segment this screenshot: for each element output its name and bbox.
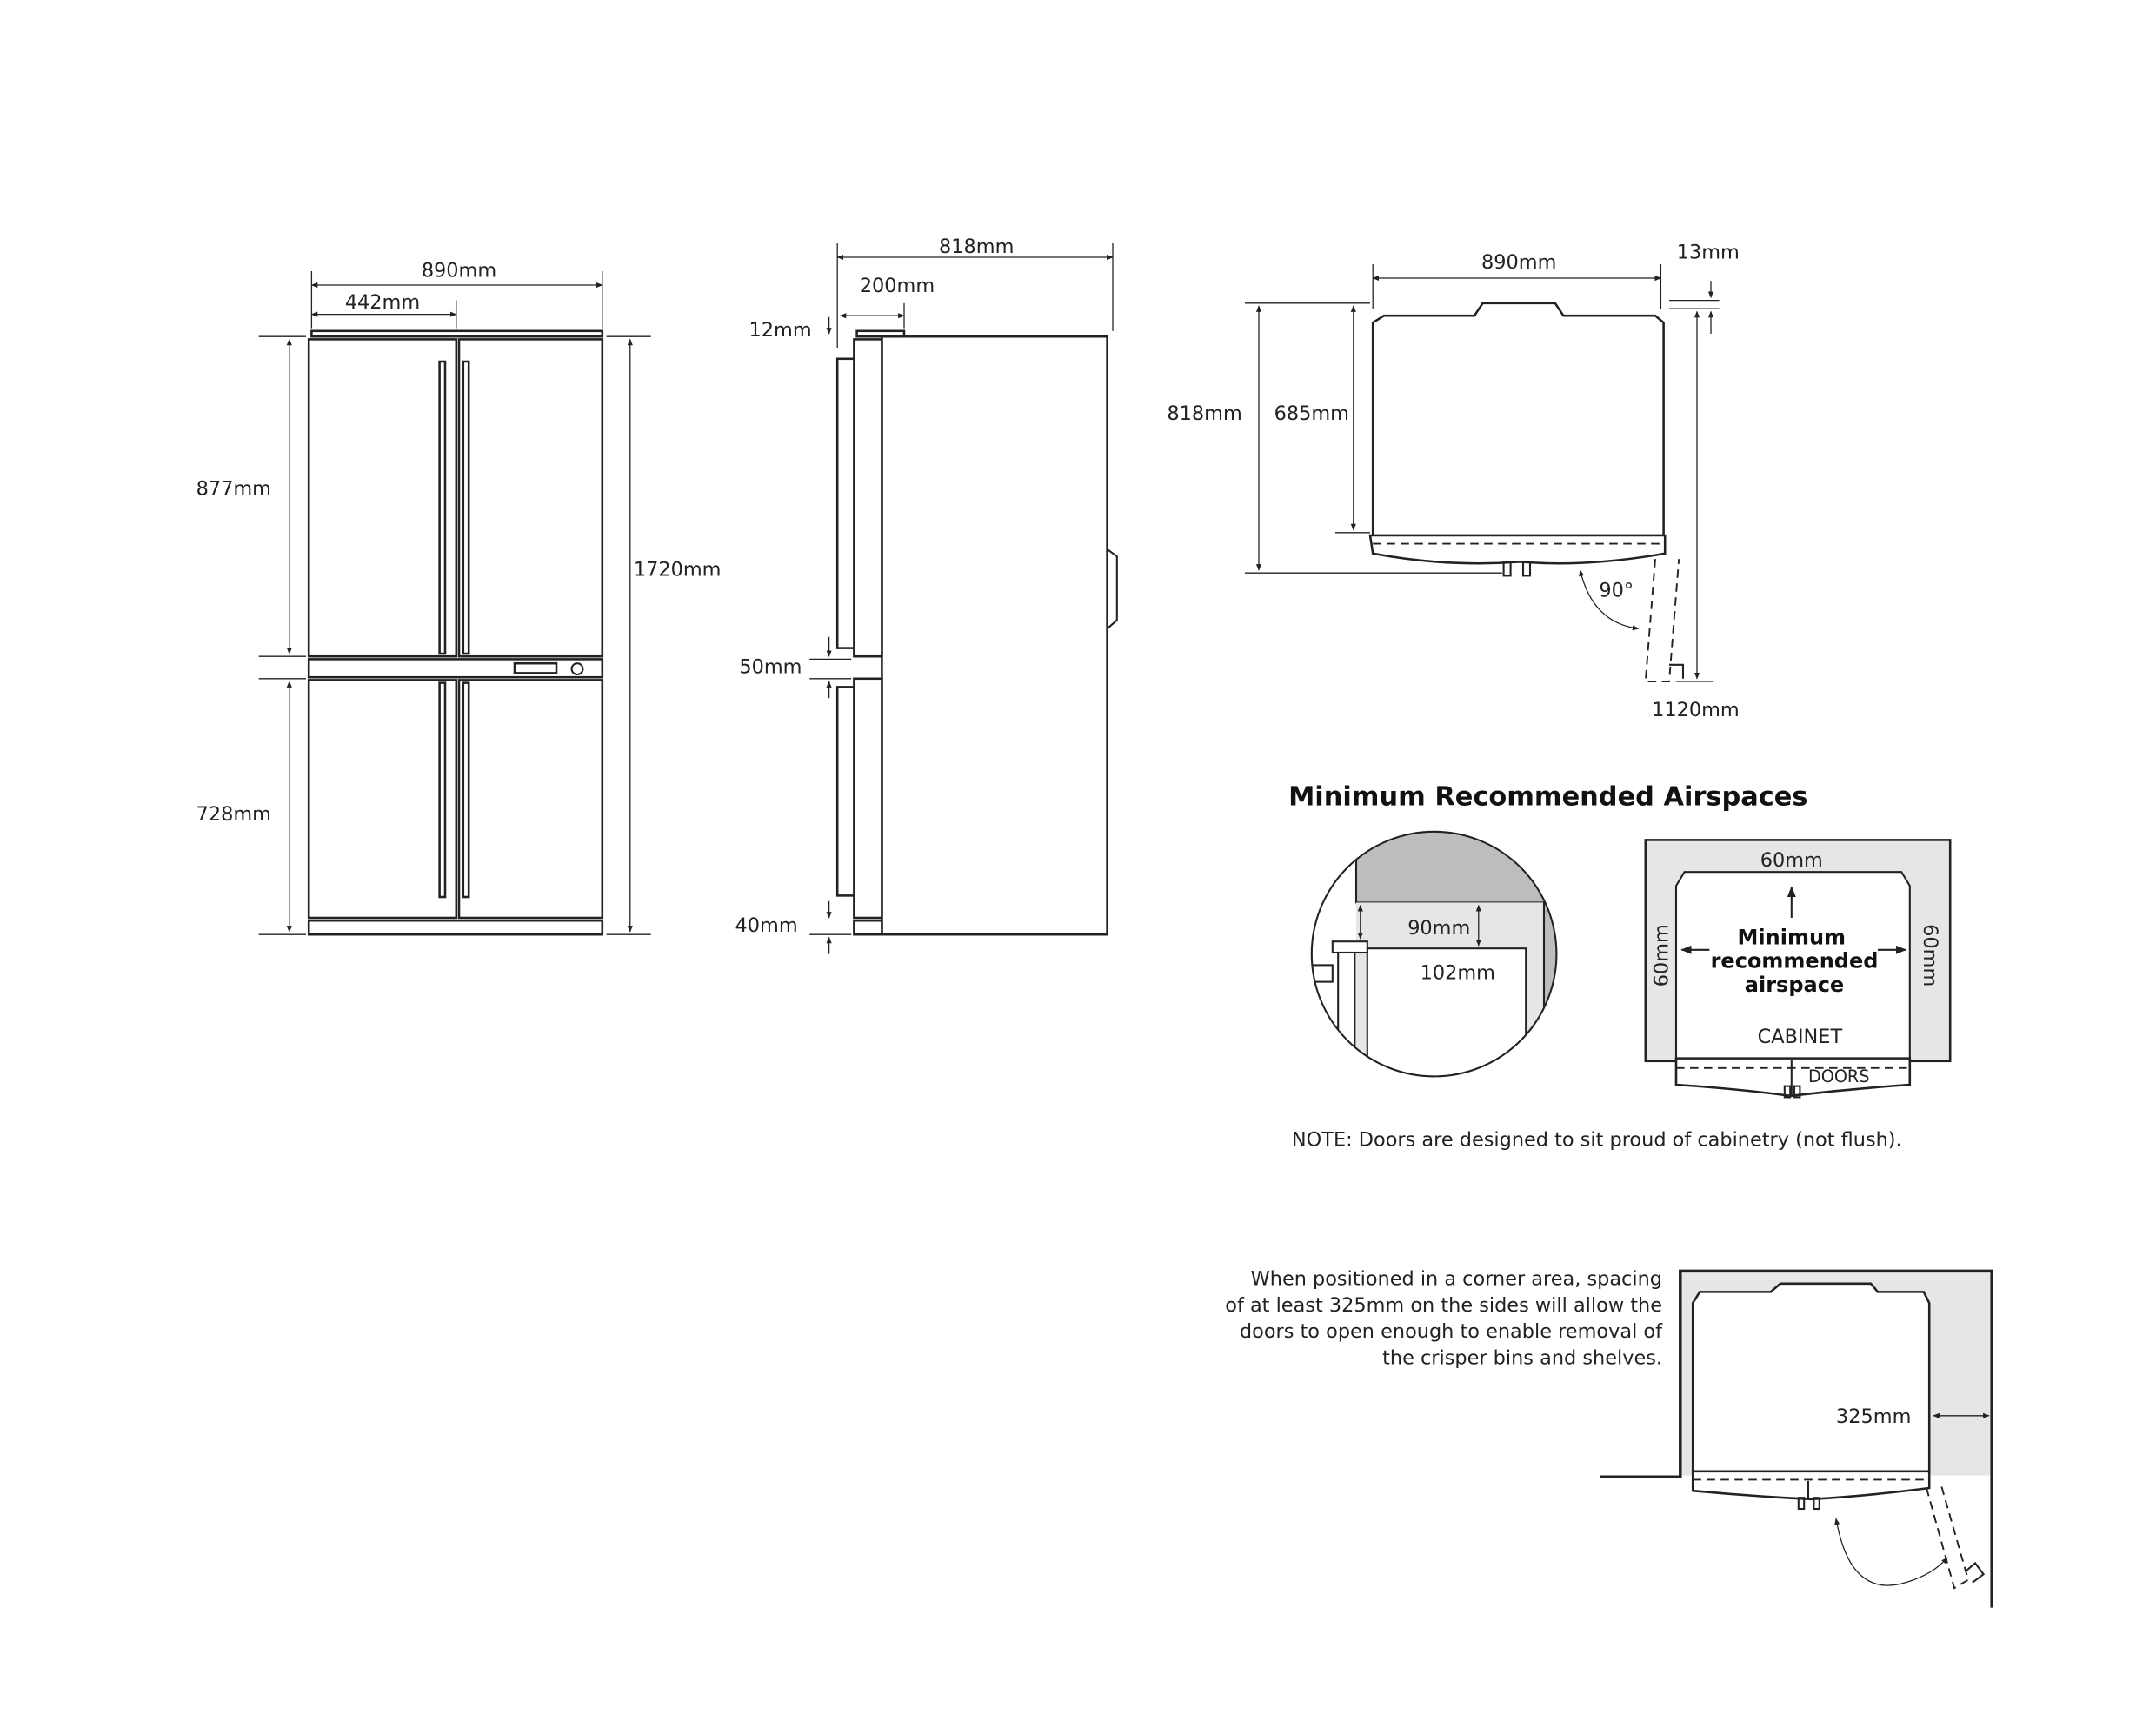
open-depth-label: 1120mm [1652, 699, 1740, 721]
side-depth-label: 818mm [939, 236, 1014, 258]
airspace-label-line2: recommended [1711, 949, 1879, 973]
front-width-label: 890mm [422, 259, 496, 282]
plinth [307, 919, 604, 936]
lower-left-door [307, 679, 458, 920]
cabinet-label: CABINET [1758, 1026, 1843, 1048]
bottom-gap-label: 40mm [735, 914, 798, 937]
door-width-label: 442mm [345, 291, 420, 314]
upper-height-label: 877mm [196, 478, 271, 501]
corner-section: When positioned in a corner area, spacin… [1225, 1267, 1993, 1608]
door-angle-label: 90° [1599, 579, 1634, 601]
airspace-label-line3: airspace [1745, 973, 1844, 997]
airspaces-title: Minimum Recommended Airspaces [1288, 781, 1807, 812]
top-depth-label: 818mm [1167, 402, 1241, 425]
right-airspace-label: 60mm [1919, 924, 1941, 987]
total-height-label: 1720mm [634, 558, 722, 581]
airspace-label-line1: Minimum [1738, 925, 1847, 949]
middle-gap-label: 50mm [739, 655, 802, 678]
top-airspace-label: 60mm [1760, 849, 1823, 872]
control-band [307, 658, 604, 679]
upper-right-door [457, 338, 604, 658]
airspaces-note: NOTE: Doors are designed to sit proud of… [1292, 1128, 1902, 1151]
corner-text-line: the crisper bins and shelves. [1382, 1347, 1662, 1370]
upper-left-door [307, 338, 458, 658]
doors-label: DOORS [1808, 1066, 1870, 1086]
front-view: 890mm 442mm 877mm 728mm 1720mm [196, 259, 722, 936]
corner-text-line: of at least 325mm on the sides will allo… [1225, 1294, 1662, 1317]
top-view: 90° 890mm 13mm 818mm 685mm 1120mm [1167, 242, 1739, 721]
door-depth-label: 200mm [860, 275, 935, 297]
airspace-detail-circle [1311, 831, 1557, 1077]
lower-height-label: 728mm [196, 803, 271, 826]
left-airspace-label: 60mm [1650, 924, 1673, 987]
detail-top-label: 90mm [1407, 917, 1470, 940]
side-view: 818mm 200mm 12mm 50mm 40mm [735, 236, 1118, 954]
lower-right-door [457, 679, 604, 920]
cabinet-depth-label: 685mm [1274, 402, 1349, 425]
top-gap-label: 12mm [749, 319, 812, 342]
detail-depth-label: 102mm [1421, 961, 1495, 984]
display-panel [513, 661, 558, 674]
top-width-label: 890mm [1481, 251, 1556, 274]
side-gap-label: 13mm [1677, 242, 1740, 264]
control-knob [570, 662, 584, 676]
corner-spacing-label: 325mm [1836, 1405, 1911, 1428]
airspaces-section: Minimum Recommended Airspaces 90mm 102mm… [1288, 781, 1952, 1151]
corner-text-line: When positioned in a corner area, spacin… [1251, 1267, 1662, 1290]
corner-text-line: doors to open enough to enable removal o… [1240, 1320, 1663, 1343]
